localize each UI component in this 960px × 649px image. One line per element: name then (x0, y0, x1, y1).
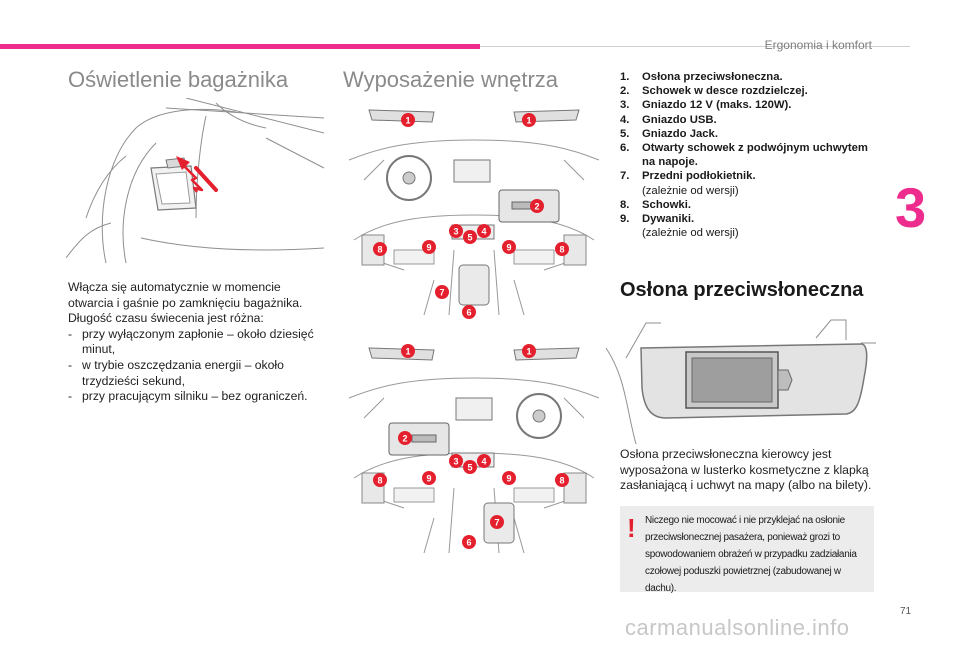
warning-icon: ! (627, 513, 636, 543)
list-item: 2.Schowek w desce rozdzielczej. (620, 85, 808, 98)
boot-light-intro-line: otwarcia i gaśnie po zamknięciu bagażnik… (68, 295, 303, 310)
equipment-list: 1.Osłona przeciwsłoneczna. 2.Schowek w d… (620, 70, 870, 240)
badge-1: 1 (526, 116, 531, 126)
badge-7: 7 (439, 288, 444, 298)
badge-8: 8 (377, 476, 382, 486)
badge-5: 5 (467, 463, 472, 473)
boot-light-intro-line: Długość czasu świecenia jest różna: (68, 311, 264, 326)
badge-6: 6 (466, 308, 471, 318)
list-item: 6.Otwarty schowek z podwójnym uchwytem n… (620, 142, 868, 169)
badge-1: 1 (405, 347, 410, 357)
badge-2: 2 (534, 202, 539, 212)
interior-illustration-lhd: 1 1 2 3 4 5 6 7 8 8 9 9 (344, 100, 604, 320)
page-number: 71 (900, 606, 912, 617)
badge-8: 8 (559, 476, 564, 486)
badge-1: 1 (405, 116, 410, 126)
boot-light-intro-line: Włącza się automatycznie w momencie (68, 280, 281, 294)
interior-illustration-rhd: 1 1 2 3 4 5 6 7 8 8 9 9 (344, 338, 604, 560)
sun-visor-description: Osłona przeciwsłoneczna kierowcy jest wy… (620, 447, 872, 493)
badge-9: 9 (426, 474, 431, 484)
badge-8: 8 (377, 245, 382, 255)
boot-light-item: -przy wyłączonym zapłonie – około dziesi… (68, 326, 314, 357)
warning-text: Niczego nie mocować i nie przyklejać na … (645, 515, 857, 594)
list-item: 9.Dywaniki. (620, 213, 695, 226)
watermark: carmanualsonline.info (625, 615, 850, 640)
badge-9: 9 (506, 243, 511, 253)
badge-5: 5 (467, 233, 472, 243)
warning-box (620, 506, 874, 592)
section-label: Ergonomia i komfort (764, 38, 872, 52)
badge-3: 3 (453, 227, 458, 237)
chapter-number: 3 (895, 176, 927, 239)
badge-6: 6 (466, 538, 471, 548)
badge-8: 8 (559, 245, 564, 255)
list-item-note: (zależnie od wersji) (642, 184, 739, 197)
list-item: 3.Gniazdo 12 V (maks. 120W). (620, 99, 792, 112)
list-item: 7.Przedni podłokietnik. (620, 170, 756, 183)
badge-9: 9 (506, 474, 511, 484)
list-item: 8.Schowki. (620, 198, 691, 211)
interior-rhd-badges: 1 1 2 3 4 5 6 7 8 8 9 9 (373, 344, 569, 549)
boot-light-title: Oświetlenie bagażnika (68, 67, 289, 92)
badge-7: 7 (494, 518, 499, 528)
header-accent-bar (0, 44, 480, 49)
boot-light-item: -przy pracującym silniku – bez ogranicze… (68, 389, 308, 404)
badge-4: 4 (481, 227, 486, 237)
list-item-note: (zależnie od wersji) (642, 227, 739, 240)
badge-9: 9 (426, 243, 431, 253)
badge-3: 3 (453, 457, 458, 467)
header-rule (480, 46, 910, 47)
list-item: 1.Osłona przeciwsłoneczna. (620, 71, 783, 83)
interior-lhd-badges: 1 1 2 3 4 5 6 7 8 8 9 9 (373, 113, 569, 319)
interior-title: Wyposażenie wnętrza (343, 67, 559, 92)
sun-visor-illustration (606, 318, 876, 444)
boot-light-item: -w trybie oszczędzania energii – około t… (68, 357, 284, 388)
badge-4: 4 (481, 457, 486, 467)
badge-2: 2 (402, 434, 407, 444)
badge-1: 1 (526, 347, 531, 357)
list-item: 5.Gniazdo Jack. (620, 127, 718, 140)
boot-light-illustration (66, 98, 324, 266)
sun-visor-title: Osłona przeciwsłoneczna (620, 279, 864, 301)
boot-light-description: Włącza się automatycznie w momencie otwa… (68, 280, 323, 405)
list-item: 4.Gniazdo USB. (620, 113, 717, 126)
